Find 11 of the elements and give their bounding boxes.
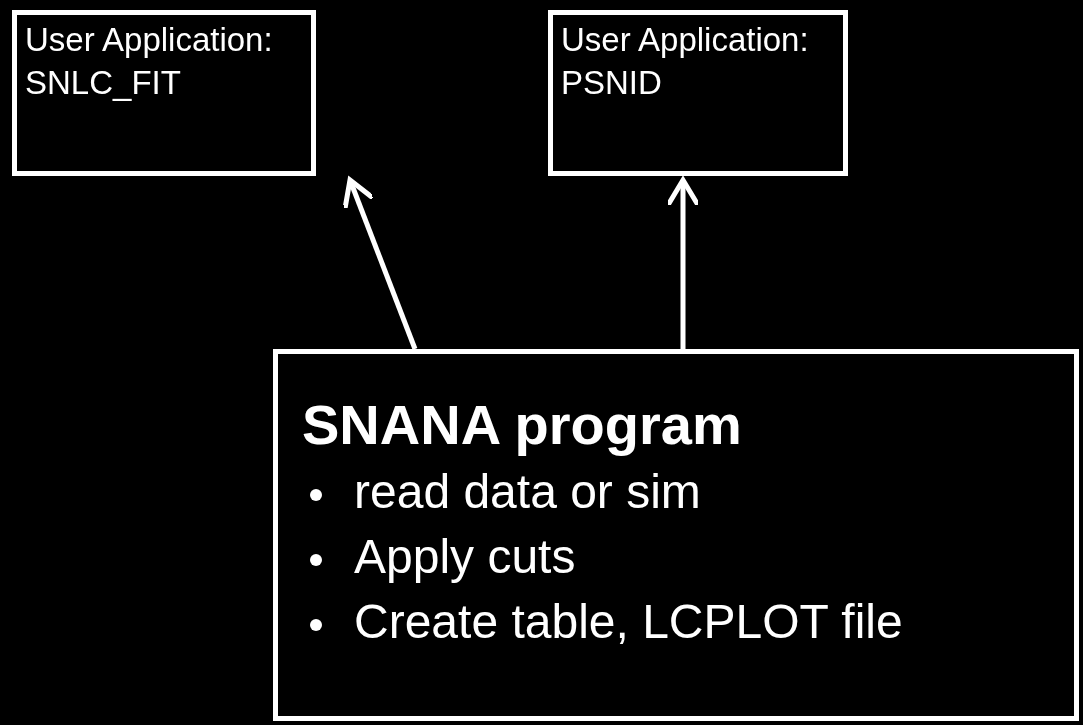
arrow	[342, 177, 418, 350]
application-box	[12, 10, 316, 176]
arrow	[665, 177, 701, 349]
bullet-text: read data or sim	[354, 465, 701, 518]
bullet-text: Create table, LCPLOT file	[354, 594, 903, 648]
program-box	[273, 349, 1079, 721]
application-box	[548, 10, 848, 176]
box-label: User Application: PSNID	[561, 20, 810, 103]
heading: SNANA program	[302, 392, 743, 458]
bullet-text: Apply cuts	[354, 529, 576, 583]
box-label: User Application: SNLC_FIT	[25, 20, 274, 103]
